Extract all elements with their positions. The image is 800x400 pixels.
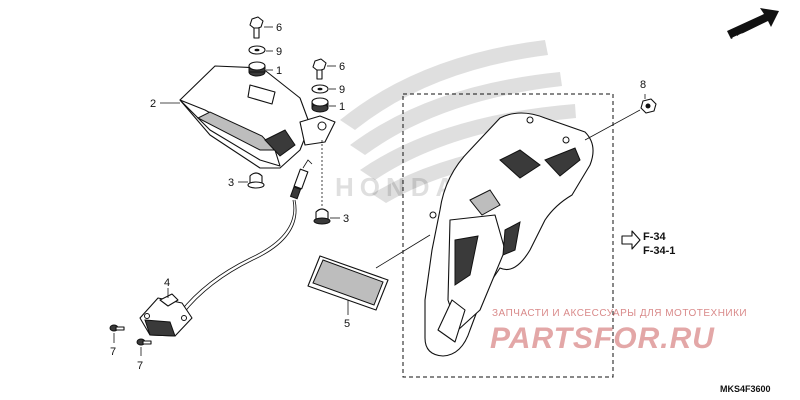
clip-part-3a xyxy=(247,172,265,189)
washer-part-9a xyxy=(248,45,266,55)
reference-arrow-icon xyxy=(621,230,641,250)
tail-light-part xyxy=(179,65,336,169)
callout-8: 8 xyxy=(640,79,646,91)
washer-part-9b xyxy=(311,84,329,94)
watermark-site: PARTSFOR.RU xyxy=(490,322,715,355)
screw-part-7b xyxy=(136,338,152,346)
callout-9b: 9 xyxy=(339,84,345,96)
grommet-part-1b xyxy=(311,97,329,113)
callout-5: 5 xyxy=(344,318,350,330)
callout-6b: 6 xyxy=(339,61,345,73)
reflector-part xyxy=(307,255,389,311)
callout-6a: 6 xyxy=(276,22,282,34)
callout-4: 4 xyxy=(164,277,170,289)
callout-7a: 7 xyxy=(110,346,116,358)
callout-2: 2 xyxy=(150,98,156,110)
connector-part xyxy=(289,159,313,200)
callout-3a: 3 xyxy=(228,177,234,189)
leader-5b xyxy=(375,234,431,269)
front-direction-arrow-icon: FR. xyxy=(727,8,779,47)
wire-harness xyxy=(179,199,295,313)
leader-8b xyxy=(584,109,641,141)
screw-part-7a xyxy=(109,324,125,332)
reference-f34: F-34 xyxy=(643,231,667,243)
callout-7b: 7 xyxy=(137,360,143,372)
nut-part-8 xyxy=(640,98,657,114)
wire-harness-2 xyxy=(182,199,297,315)
callout-9a: 9 xyxy=(276,46,282,58)
callout-1a: 1 xyxy=(276,65,282,77)
reference-f34-1: F-34-1 xyxy=(643,245,675,257)
bolt-part-6a xyxy=(249,16,264,39)
clip-part-3b xyxy=(313,208,331,225)
honda-logo-text: HONDA xyxy=(335,172,460,202)
bolt-part-6b xyxy=(312,58,327,80)
callout-3b: 3 xyxy=(343,213,349,225)
fender-assembly-frame xyxy=(402,93,614,378)
rear-fender-part xyxy=(424,112,594,357)
watermark-caption: ЗАПЧАСТИ И АКСЕССУАРЫ ДЛЯ МОТОТЕХНИКИ xyxy=(492,308,747,319)
callout-1b: 1 xyxy=(339,101,345,113)
grommet-part-1a xyxy=(248,61,266,77)
diagram-code: MKS4F3600 xyxy=(720,384,771,394)
license-light-part xyxy=(139,293,193,337)
